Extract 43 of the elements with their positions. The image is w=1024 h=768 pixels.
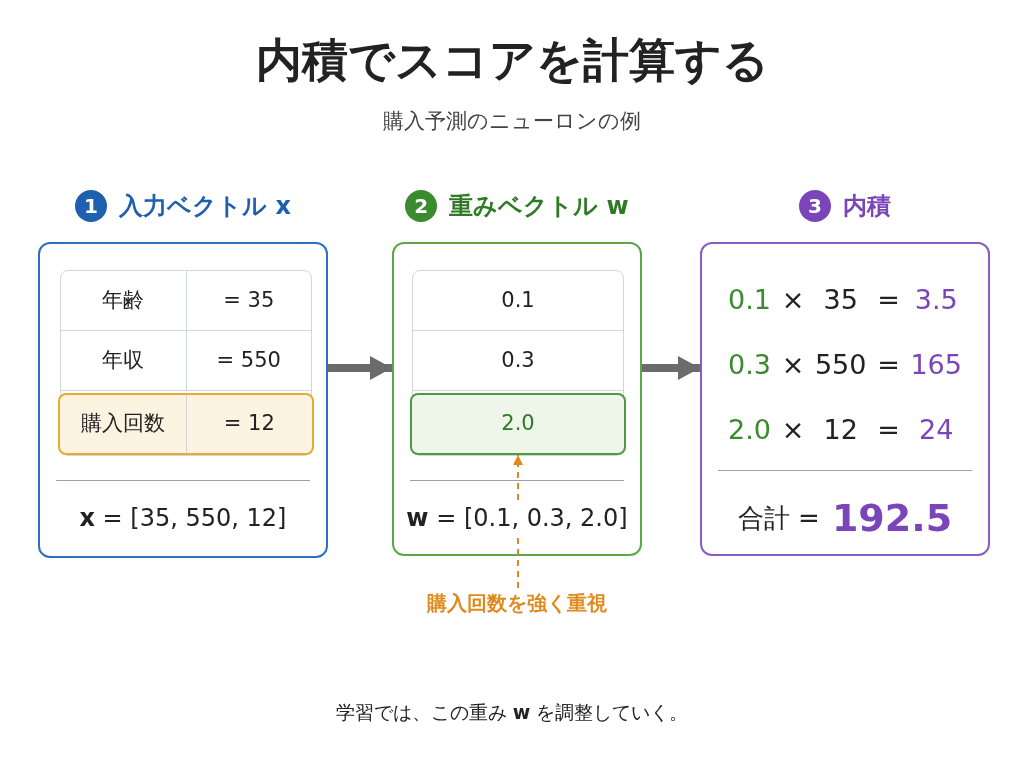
table-cell-text: 年齢 xyxy=(102,286,145,314)
product-term: 2.0 xyxy=(728,413,771,448)
table-cell-text: 2.0 xyxy=(501,410,535,438)
table-cell-text: = 12 xyxy=(223,410,275,438)
title: 内積でスコアを計算する xyxy=(255,32,769,89)
table-cell-text: 0.3 xyxy=(501,346,535,374)
times-sign: × xyxy=(781,283,805,318)
arrow xyxy=(328,356,392,380)
product-term: 35 xyxy=(822,283,859,318)
table-cell-text: 0.1 xyxy=(501,286,535,314)
product-term: 165 xyxy=(910,348,962,383)
highlighted-row xyxy=(410,393,626,455)
arrow xyxy=(642,356,700,380)
table-cell-text: = 550 xyxy=(216,346,281,374)
table-row xyxy=(61,271,311,331)
step-heading: 重みベクトル w xyxy=(449,191,629,222)
table-row xyxy=(61,331,311,391)
arrow xyxy=(513,454,523,589)
step-badge: 3 xyxy=(799,190,831,222)
product-term: 0.3 xyxy=(728,348,771,383)
footnote: 学習では、この重み w を調整していく。 xyxy=(335,700,689,725)
table-cell-text: 年収 xyxy=(102,346,145,374)
step-badge: 2 xyxy=(405,190,438,222)
callout-text: 購入回数を強く重視 xyxy=(427,588,607,618)
equals-sign: = xyxy=(877,413,900,448)
times-sign: × xyxy=(781,413,805,448)
table-cell-text: 購入回数 xyxy=(80,410,165,438)
table-cell-text: = 35 xyxy=(223,286,275,314)
product-term: 550 xyxy=(814,348,867,383)
product-term: 24 xyxy=(918,413,955,448)
product-term: 3.5 xyxy=(913,283,959,318)
equals-sign: = xyxy=(877,283,900,318)
step-heading: 入力ベクトル x xyxy=(119,191,291,222)
subtitle: 購入予測のニューロンの例 xyxy=(383,108,641,135)
product-term: 0.1 xyxy=(728,283,771,318)
step-heading: 内積 xyxy=(843,191,891,222)
equals-sign: = xyxy=(877,348,900,383)
times-sign: × xyxy=(781,348,805,383)
sum-label: 合計 = xyxy=(737,502,820,535)
step-badge: 1 xyxy=(75,190,108,222)
sum-value: 192.5 xyxy=(831,495,953,542)
product-term: 12 xyxy=(822,413,859,448)
highlighted-row xyxy=(58,393,314,455)
